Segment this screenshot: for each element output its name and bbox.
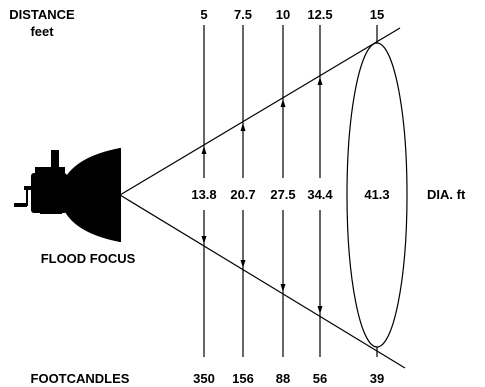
distance-value-4: 12.5 (307, 7, 332, 22)
distance-title: DISTANCE (9, 7, 75, 22)
arrow-up-4 (317, 77, 323, 85)
diameter-unit: DIA. ft (427, 187, 466, 202)
footcandle-value-3: 88 (276, 371, 290, 386)
distance-value-2: 7.5 (234, 7, 252, 22)
mode-label: FLOOD FOCUS (41, 251, 136, 266)
arrow-down-3 (280, 284, 286, 292)
arrow-down-2 (240, 260, 246, 268)
beam-upper-edge (119, 27, 401, 196)
arrow-up-1 (201, 146, 207, 154)
arrowheads (201, 77, 323, 314)
diameter-value-1: 13.8 (191, 187, 216, 202)
diameter-value-5: 41.3 (364, 187, 389, 202)
arrow-up-3 (280, 99, 286, 107)
footcandles-title: FOOTCANDLES (31, 371, 130, 386)
distance-value-1: 5 (200, 7, 207, 22)
arrow-up-2 (240, 123, 246, 131)
diameter-value-4: 34.4 (307, 187, 333, 202)
distance-unit: feet (30, 24, 54, 39)
distance-value-5: 15 (370, 7, 384, 22)
distance-value-3: 10 (276, 7, 290, 22)
footcandle-value-4: 56 (313, 371, 327, 386)
arrow-down-1 (201, 236, 207, 244)
footcandle-value-2: 156 (232, 371, 254, 386)
footcandle-value-5: 39 (370, 371, 384, 386)
arrow-down-4 (317, 306, 323, 314)
diameter-value-3: 27.5 (270, 187, 295, 202)
flood-light-icon (14, 148, 121, 242)
beam-lower-edge (119, 194, 406, 369)
footcandle-value-1: 350 (193, 371, 215, 386)
diameter-value-2: 20.7 (230, 187, 255, 202)
